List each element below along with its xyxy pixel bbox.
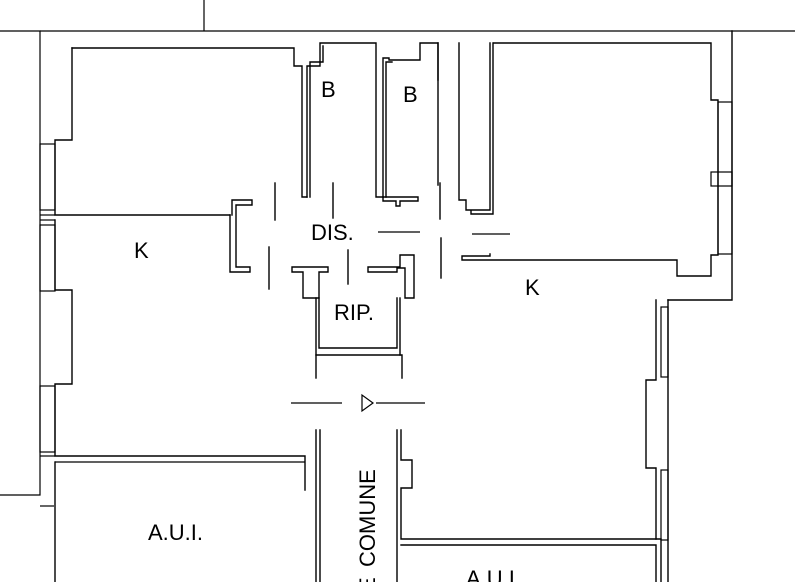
unit-label-right: A.U.I. (466, 566, 521, 582)
kitchen-label-right: K (525, 275, 540, 300)
bathroom-label-right: B (403, 82, 418, 107)
bathroom-2-walls (382, 42, 439, 207)
storage-label: RIP. (334, 300, 374, 325)
common-corridor-walls (315, 429, 662, 582)
bathroom-1-walls (306, 42, 384, 198)
west-wall (39, 47, 306, 582)
room-top-left-walls (71, 47, 308, 273)
common-area-label: COMUNE (355, 469, 380, 567)
east-wall-lower (645, 299, 669, 582)
hall-partitions (268, 182, 510, 290)
entrance-arrow-icon (361, 393, 375, 413)
bathroom-label-left: B (321, 77, 336, 102)
common-area-label-cut: E (355, 577, 380, 582)
room-top-right-walls (437, 30, 733, 301)
kitchen-label-left: K (134, 238, 149, 263)
unit-label-left: A.U.I. (148, 520, 203, 545)
storage-room-walls (291, 254, 415, 379)
distribution-label: DIS. (311, 220, 354, 245)
entrance-marker (291, 393, 425, 413)
